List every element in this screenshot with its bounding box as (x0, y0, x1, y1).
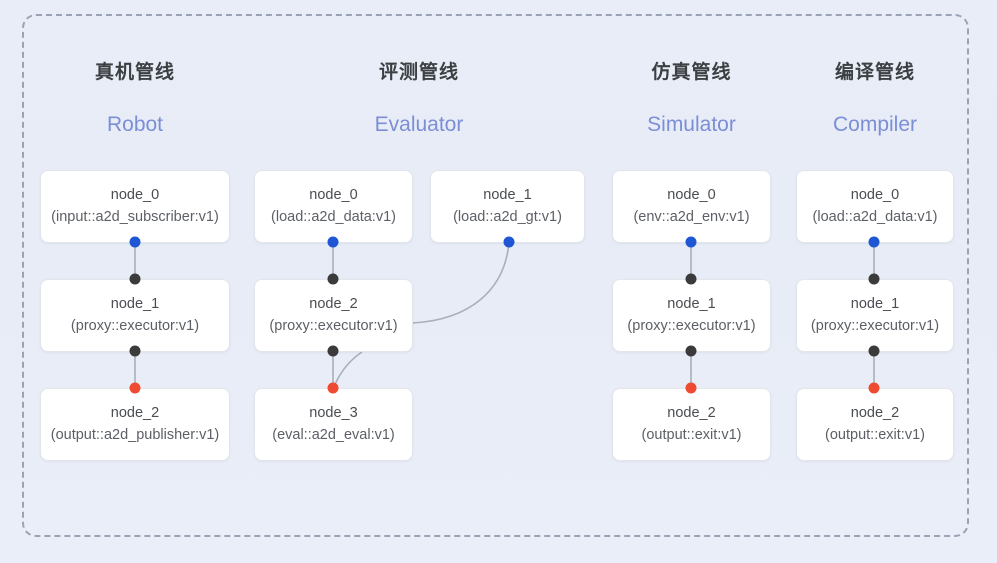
port-input-dark-compiler-node_1[interactable] (868, 273, 880, 285)
node-type: (eval::a2d_eval:v1) (272, 427, 395, 443)
node-type: (proxy::executor:v1) (627, 318, 756, 334)
node-robot-node_1[interactable]: node_1 (proxy::executor:v1) (40, 279, 230, 352)
node-id: node_2 (850, 405, 900, 421)
node-id: node_0 (850, 187, 900, 203)
node-type: (load::a2d_data:v1) (812, 209, 938, 225)
node-type: (proxy::executor:v1) (70, 318, 200, 334)
node-robot-node_2[interactable]: node_2 (output::a2d_publisher:v1) (40, 388, 230, 461)
port-input-red-robot-node_2[interactable] (129, 382, 141, 394)
node-simulator-node_2[interactable]: node_2 (output::exit:v1) (612, 388, 771, 461)
node-type: (proxy::executor:v1) (269, 318, 398, 334)
port-output-dark-compiler-node_1[interactable] (868, 345, 880, 357)
node-id: node_2 (309, 296, 358, 312)
port-output-dark-evaluator-node_2[interactable] (327, 345, 339, 357)
node-simulator-node_0[interactable]: node_0 (env::a2d_env:v1) (612, 170, 771, 243)
node-evaluator-node_2[interactable]: node_2 (proxy::executor:v1) (254, 279, 413, 352)
node-id: node_1 (667, 296, 716, 312)
node-type: (load::a2d_data:v1) (271, 209, 396, 225)
port-input-dark-simulator-node_1[interactable] (685, 273, 697, 285)
node-simulator-node_1[interactable]: node_1 (proxy::executor:v1) (612, 279, 771, 352)
port-input-dark-robot-node_1[interactable] (129, 273, 141, 285)
node-id: node_0 (309, 187, 358, 203)
port-output-blue-compiler-node_0[interactable] (868, 236, 880, 248)
node-type: (output::exit:v1) (825, 427, 925, 443)
node-id: node_1 (850, 296, 900, 312)
node-id: node_3 (309, 405, 358, 421)
node-type: (env::a2d_env:v1) (633, 209, 750, 225)
node-id: node_2 (667, 405, 716, 421)
port-output-blue-evaluator-node_0[interactable] (327, 236, 339, 248)
node-type: (input::a2d_subscriber:v1) (51, 209, 219, 225)
port-input-red-compiler-node_2[interactable] (868, 382, 880, 394)
port-input-dark-evaluator-node_2[interactable] (327, 273, 339, 285)
node-type: (output::a2d_publisher:v1) (50, 427, 220, 443)
node-type: (load::a2d_gt:v1) (453, 209, 562, 225)
port-output-dark-robot-node_1[interactable] (129, 345, 141, 357)
node-id: node_2 (110, 405, 160, 421)
port-output-blue-simulator-node_0[interactable] (685, 236, 697, 248)
node-compiler-node_1[interactable]: node_1 (proxy::executor:v1) (796, 279, 954, 352)
node-robot-node_0[interactable]: node_0 (input::a2d_subscriber:v1) (40, 170, 230, 243)
node-compiler-node_0[interactable]: node_0 (load::a2d_data:v1) (796, 170, 954, 243)
port-output-blue-robot-node_0[interactable] (129, 236, 141, 248)
port-output-dark-simulator-node_1[interactable] (685, 345, 697, 357)
node-type: (output::exit:v1) (641, 427, 742, 443)
node-id: node_1 (110, 296, 160, 312)
node-evaluator-node_0[interactable]: node_0 (load::a2d_data:v1) (254, 170, 413, 243)
node-evaluator-node_1[interactable]: node_1 (load::a2d_gt:v1) (430, 170, 585, 243)
node-type: (proxy::executor:v1) (810, 318, 940, 334)
node-evaluator-node_3[interactable]: node_3 (eval::a2d_eval:v1) (254, 388, 413, 461)
node-id: node_0 (667, 187, 716, 203)
node-id: node_0 (110, 187, 160, 203)
node-id: node_1 (483, 187, 532, 203)
port-input-red-evaluator-node_3[interactable] (327, 382, 339, 394)
port-input-red-simulator-node_2[interactable] (685, 382, 697, 394)
port-output-blue-evaluator-node_1[interactable] (503, 236, 515, 248)
pipeline-group-frame (22, 14, 969, 537)
node-compiler-node_2[interactable]: node_2 (output::exit:v1) (796, 388, 954, 461)
